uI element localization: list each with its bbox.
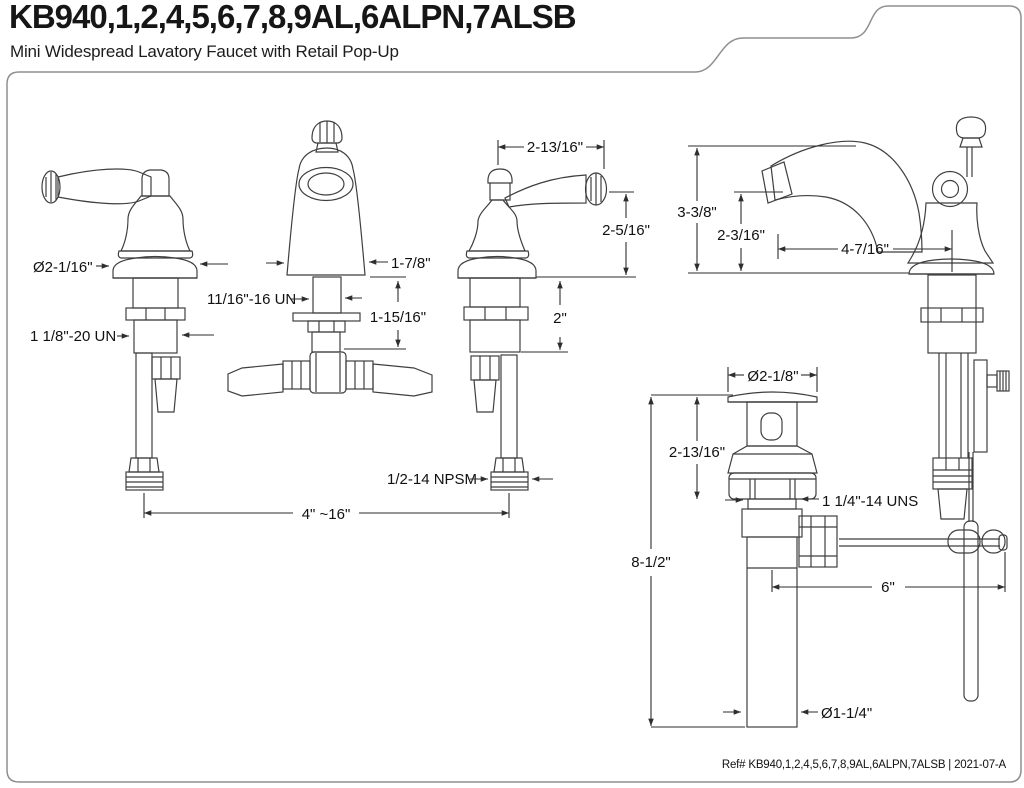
dim-spout-thread: 11/16"-16 UN [207, 291, 296, 308]
dim-handle-width: 2-13/16" [527, 139, 583, 156]
dim-handle-height: 2-5/16" [602, 222, 650, 239]
dim-escutcheon-diameter: Ø2-1/16" [33, 259, 93, 276]
dim-spout-height: 2-3/16" [717, 227, 765, 244]
dim-spread: 4" ~16" [302, 506, 351, 523]
drawing-handle-front-view [41, 168, 198, 491]
sheet-border [6, 5, 1022, 783]
dim-tailpiece-diameter: Ø1-1/4" [821, 705, 872, 722]
dim-overall-height: 3-3/8" [677, 204, 717, 221]
drawing-spout-front-view [227, 120, 433, 397]
dim-drain-overall-height: 8-1/2" [631, 554, 671, 571]
dims-handle-front: Ø2-1/16" 1 1/8"-20 UN [30, 259, 228, 345]
dims-spread: 4" ~16" 1/2-14 NPSM [143, 471, 553, 523]
dim-rod-reach: 6" [881, 579, 895, 596]
dim-base-width: 1-7/8" [391, 255, 431, 272]
dims-faucet-side: 3-3/8" 2-3/16" 4-7/16" [677, 145, 953, 274]
reference-number: Ref# KB940,1,2,4,5,6,7,8,9AL,6ALPN,7ALSB… [722, 759, 1007, 771]
dims-popup-drain: Ø2-1/8" 2-13/16" 8-1/2" 1 1/4"-14 UNS 6"… [631, 367, 1006, 728]
drawing-popup-drain [727, 391, 838, 728]
drawing-faucet-side-view [761, 116, 1010, 702]
dim-drain-upper-height: 2-13/16" [669, 444, 725, 461]
dim-reach: 4-7/16" [841, 241, 889, 258]
dim-shank-below-deck: 2" [553, 310, 567, 327]
dim-shank-length: 1-15/16" [370, 309, 426, 326]
dims-handle-side: 2-13/16" 2-5/16" 2" [497, 139, 650, 353]
dim-flange-diameter: Ø2-1/8" [747, 368, 798, 385]
dim-supply-thread: 1/2-14 NPSM [387, 471, 477, 488]
dims-spout-front: 1-7/8" 11/16"-16 UN 1-15/16" [207, 255, 431, 350]
drawing-handle-side-view [457, 168, 608, 491]
dim-mount-thread: 1 1/8"-20 UN [30, 328, 116, 345]
page-subtitle: Mini Widespread Lavatory Faucet with Ret… [10, 42, 399, 61]
dim-drain-thread: 1 1/4"-14 UNS [822, 493, 918, 510]
page-title: KB940,1,2,4,5,6,7,8,9AL,6ALPN,7ALSB [9, 0, 577, 35]
